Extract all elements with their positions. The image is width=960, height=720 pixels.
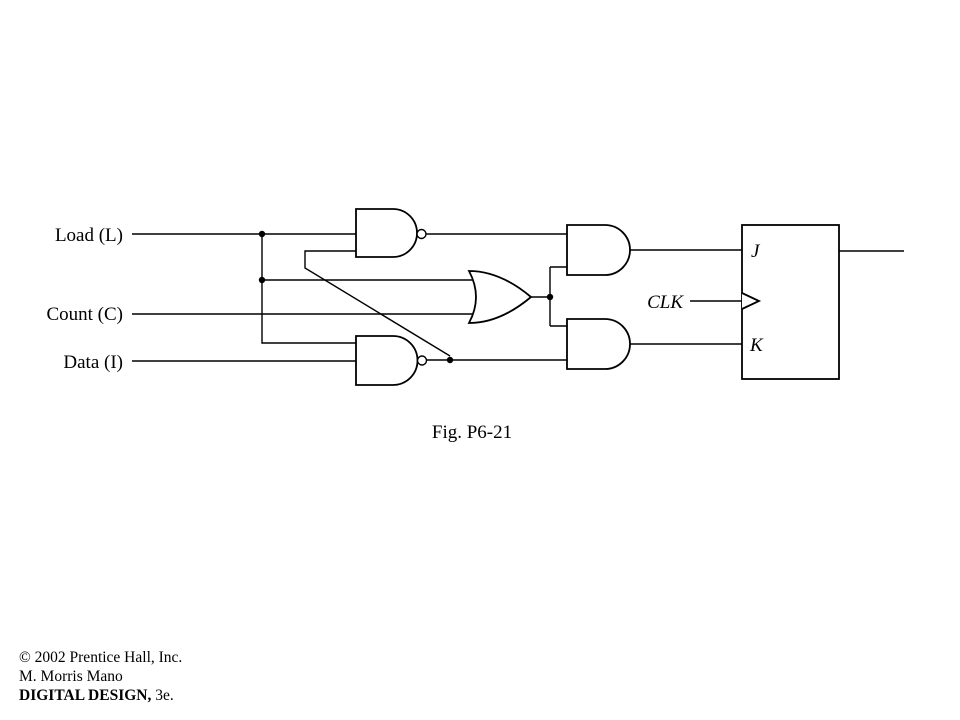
nand-gate-bottom-bubble <box>416 355 428 366</box>
input-label-data: Data (I) <box>63 352 123 373</box>
figure-caption: Fig. P6-21 <box>432 422 512 443</box>
input-label-count: Count (C) <box>46 304 123 325</box>
and-gate-bottom <box>566 318 631 370</box>
clk-label: CLK <box>647 292 684 313</box>
input-label-load: Load (L) <box>55 225 123 246</box>
junction-nand-bottom-output <box>446 356 454 364</box>
wire-load-bus <box>261 234 356 344</box>
nand-gate-bottom <box>355 335 419 386</box>
junction-load-mid <box>258 276 266 284</box>
book-title: DIGITAL DESIGN, <box>19 687 152 704</box>
junction-load-top <box>258 230 266 238</box>
clock-triangle <box>741 292 762 310</box>
flipflop-j-label: J <box>751 241 761 262</box>
wire-feedback-cross <box>304 250 451 357</box>
nand-gate-top <box>355 208 418 258</box>
author-line: M. Morris Mano <box>19 668 123 685</box>
book-line: DIGITAL DESIGN, 3e. <box>19 686 182 705</box>
and-gate-top <box>566 224 631 276</box>
or-gate <box>467 270 533 324</box>
junction-or-output <box>546 293 554 301</box>
nand-gate-top-bubble <box>416 228 427 240</box>
book-edition: 3e. <box>151 687 174 704</box>
copyright-line: © 2002 Prentice Hall, Inc. <box>19 649 183 666</box>
flipflop-k-label: K <box>749 335 764 356</box>
credits-block: © 2002 Prentice Hall, Inc. M. Morris Man… <box>19 648 182 705</box>
